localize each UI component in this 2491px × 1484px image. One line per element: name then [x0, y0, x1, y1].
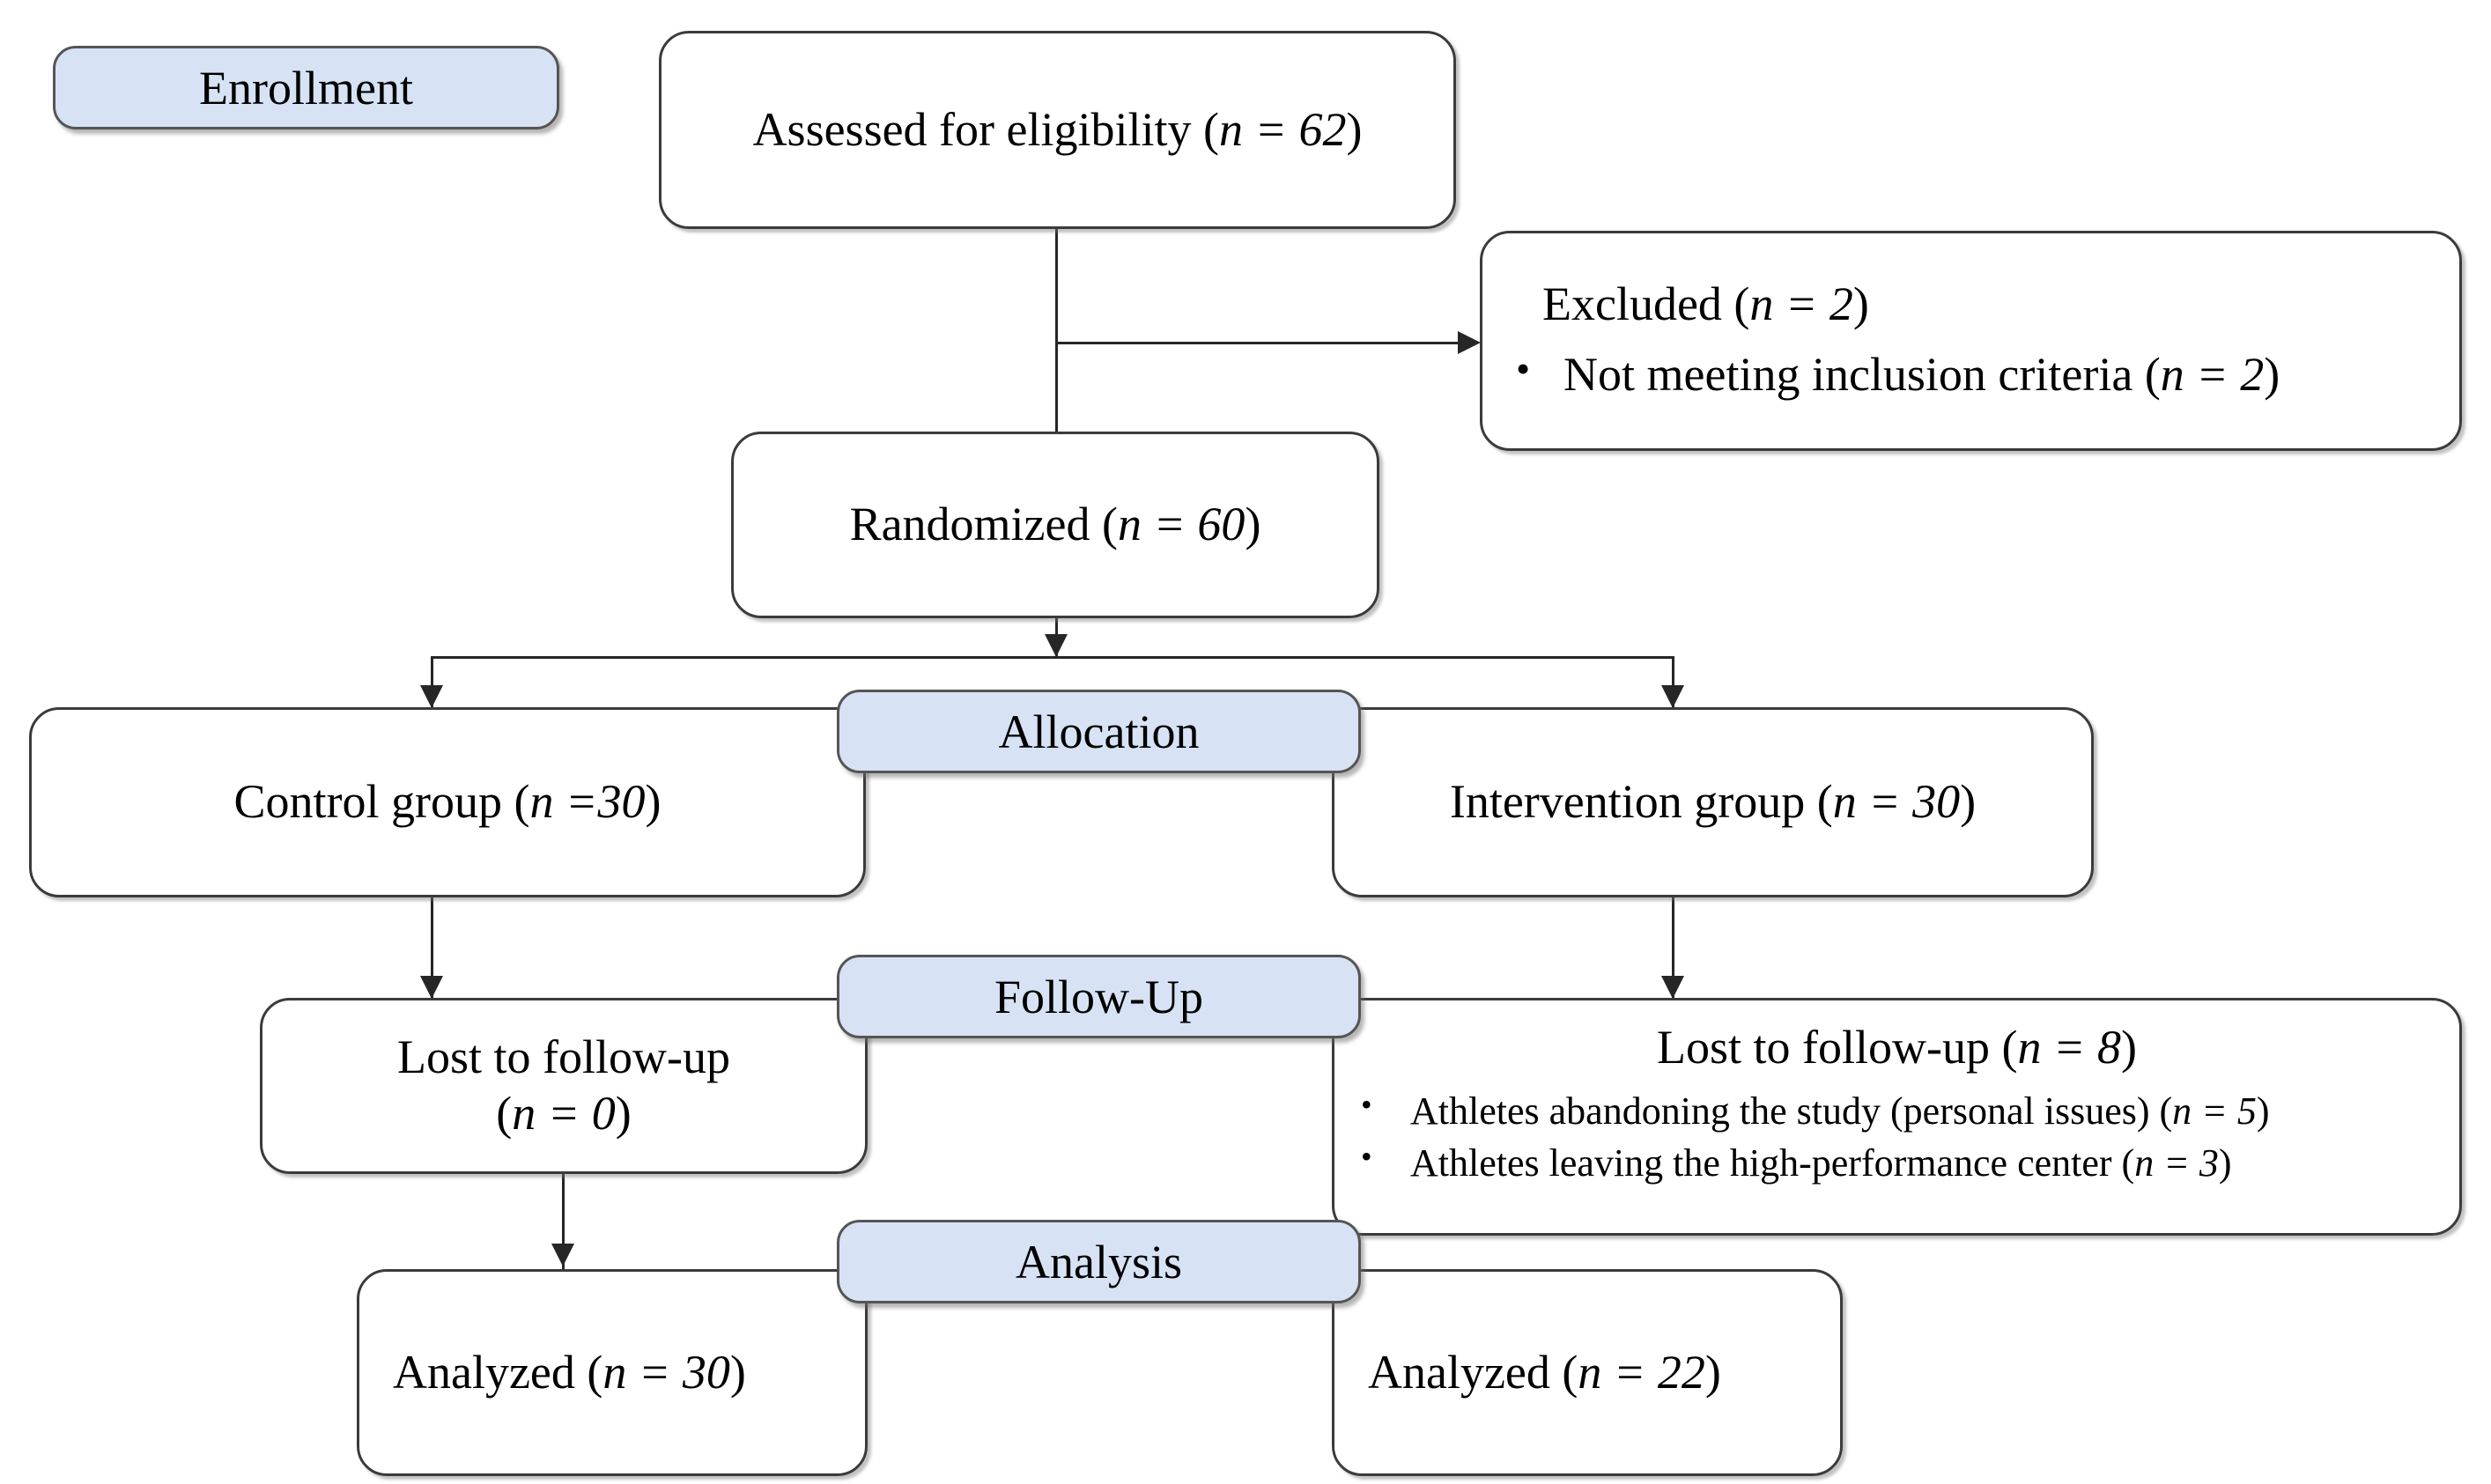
connector-intervention-followup-arrowhead — [1661, 976, 1684, 999]
node-excluded-heading-prefix: Excluded ( — [1542, 277, 1750, 331]
node-lost-intervention-bullet-0-n: n = 5 — [2172, 1089, 2257, 1133]
node-excluded-heading-n: n = 2 — [1749, 277, 1853, 331]
connector-control-to-followup — [431, 897, 433, 998]
node-randomized-suffix: ) — [1245, 498, 1261, 551]
node-lost-intervention-heading: Lost to follow-up (n = 8) — [1334, 1020, 2459, 1076]
node-lost-control-line2-prefix: ( — [496, 1087, 513, 1140]
node-assessed-text: Assessed for eligibility (n = 62) — [753, 102, 1363, 159]
node-lost-intervention-heading-n: n = 8 — [2017, 1021, 2121, 1074]
node-randomized: Randomized (n = 60) — [731, 432, 1379, 618]
node-excluded-heading-suffix: ) — [1852, 277, 1869, 331]
node-lost-intervention-bullet-list: Athletes abandoning the study (personal … — [1334, 1083, 2459, 1190]
node-excluded: Excluded (n = 2) Not meeting inclusion c… — [1480, 231, 2462, 451]
node-assessed-n: n = 62 — [1219, 102, 1347, 156]
stage-label-enrollment: Enrollment — [53, 46, 559, 129]
node-analyzed-intervention-suffix: ) — [1704, 1345, 1721, 1399]
connector-intervention-to-followup — [1672, 897, 1674, 998]
list-item: Athletes leaving the high-performance ce… — [1334, 1135, 2459, 1189]
node-excluded-heading: Excluded (n = 2) — [1482, 277, 2459, 333]
node-intervention-group-prefix: Intervention group ( — [1449, 775, 1833, 829]
node-lost-control-line2-n: n = 0 — [512, 1087, 616, 1140]
node-intervention-group-suffix: ) — [1960, 775, 1977, 829]
node-excluded-bullet-list: Not meeting inclusion criteria (n = 2) — [1482, 343, 2459, 405]
connector-allocation-right-drop — [1672, 656, 1674, 707]
node-analyzed-control-prefix: Analyzed ( — [393, 1345, 603, 1399]
stage-label-allocation: Allocation — [837, 690, 1361, 773]
node-analyzed-intervention-n: n = 22 — [1578, 1345, 1705, 1399]
node-lost-control-line1: Lost to follow-up — [397, 1030, 730, 1084]
list-item: Not meeting inclusion criteria (n = 2) — [1482, 343, 2459, 405]
connector-allocation-left-arrowhead — [420, 685, 443, 708]
stage-label-analysis-text: Analysis — [1016, 1235, 1182, 1288]
node-analyzed-intervention-prefix: Analyzed ( — [1368, 1345, 1578, 1399]
node-lost-intervention-heading-suffix: ) — [2120, 1021, 2137, 1074]
node-assessed-prefix: Assessed for eligibility ( — [752, 102, 1219, 156]
stage-label-follow-up: Follow-Up — [837, 955, 1361, 1038]
node-intervention-group-text: Intervention group (n = 30) — [1450, 774, 1976, 831]
node-analyzed-intervention: Analyzed (n = 22) — [1332, 1269, 1843, 1476]
node-excluded-bullet-0-suffix: ) — [2264, 348, 2280, 402]
node-lost-intervention-bullet-0-suffix: ) — [2256, 1089, 2270, 1133]
node-lost-intervention-bullet-1-n: n = 3 — [2134, 1141, 2219, 1185]
node-control-group-text: Control group (n =30) — [234, 774, 662, 831]
connector-analyzed-arrowhead — [551, 1244, 574, 1266]
node-lost-to-followup-intervention: Lost to follow-up (n = 8) Athletes aband… — [1332, 998, 2462, 1236]
list-item: Athletes abandoning the study (personal … — [1334, 1083, 2459, 1137]
node-excluded-bullet-0-n: n = 2 — [2160, 348, 2265, 402]
node-lost-intervention-bullet-1-prefix: Athletes leaving the high-performance ce… — [1410, 1141, 2135, 1185]
node-randomized-text: Randomized (n = 60) — [850, 497, 1261, 553]
connector-followup-to-analyzed — [562, 1174, 565, 1269]
node-lost-to-followup-control: Lost to follow-up (n = 0) — [260, 998, 868, 1174]
node-analyzed-control-text: Analyzed (n = 30) — [359, 1345, 865, 1401]
node-lost-control-line2: (n = 0) — [496, 1086, 631, 1142]
connector-assessed-trunk — [1055, 229, 1058, 440]
node-analyzed-intervention-text: Analyzed (n = 22) — [1334, 1345, 1840, 1401]
node-assessed-for-eligibility: Assessed for eligibility (n = 62) — [659, 31, 1456, 229]
node-analyzed-control-n: n = 30 — [602, 1345, 730, 1399]
stage-label-allocation-text: Allocation — [998, 705, 1200, 758]
node-control-group-prefix: Control group ( — [233, 775, 530, 829]
node-analyzed-control: Analyzed (n = 30) — [357, 1269, 868, 1476]
connector-control-followup-arrowhead — [420, 976, 443, 999]
node-excluded-bullet-0-prefix: Not meeting inclusion criteria ( — [1563, 348, 2161, 402]
node-control-group: Control group (n =30) — [29, 707, 866, 897]
connector-to-randomized — [1055, 342, 1058, 439]
node-assessed-suffix: ) — [1346, 102, 1363, 156]
connector-allocation-left-drop — [431, 656, 433, 707]
node-lost-control-line2-suffix: ) — [615, 1087, 632, 1140]
stage-label-analysis: Analysis — [837, 1220, 1361, 1303]
node-lost-intervention-bullet-0-prefix: Athletes abandoning the study (personal … — [1410, 1089, 2173, 1133]
connector-allocation-split-bar — [431, 656, 1674, 659]
node-control-group-n: n =30 — [529, 775, 646, 829]
node-control-group-suffix: ) — [645, 775, 662, 829]
node-intervention-group-n: n = 30 — [1832, 775, 1961, 829]
stage-label-follow-up-text: Follow-Up — [994, 970, 1203, 1023]
connector-excluded-arrowhead — [1458, 331, 1481, 354]
node-randomized-n: n = 60 — [1117, 498, 1246, 551]
node-randomized-prefix: Randomized ( — [849, 498, 1118, 551]
connector-excluded-horizontal — [1055, 342, 1469, 344]
node-lost-intervention-bullet-1-suffix: ) — [2218, 1141, 2232, 1185]
connector-randomized-arrowhead — [1045, 634, 1068, 657]
node-intervention-group: Intervention group (n = 30) — [1332, 707, 2094, 897]
node-lost-intervention-heading-prefix: Lost to follow-up ( — [1657, 1021, 2018, 1074]
node-analyzed-control-suffix: ) — [729, 1345, 746, 1399]
connector-allocation-right-arrowhead — [1661, 685, 1684, 708]
stage-label-enrollment-text: Enrollment — [199, 61, 413, 114]
